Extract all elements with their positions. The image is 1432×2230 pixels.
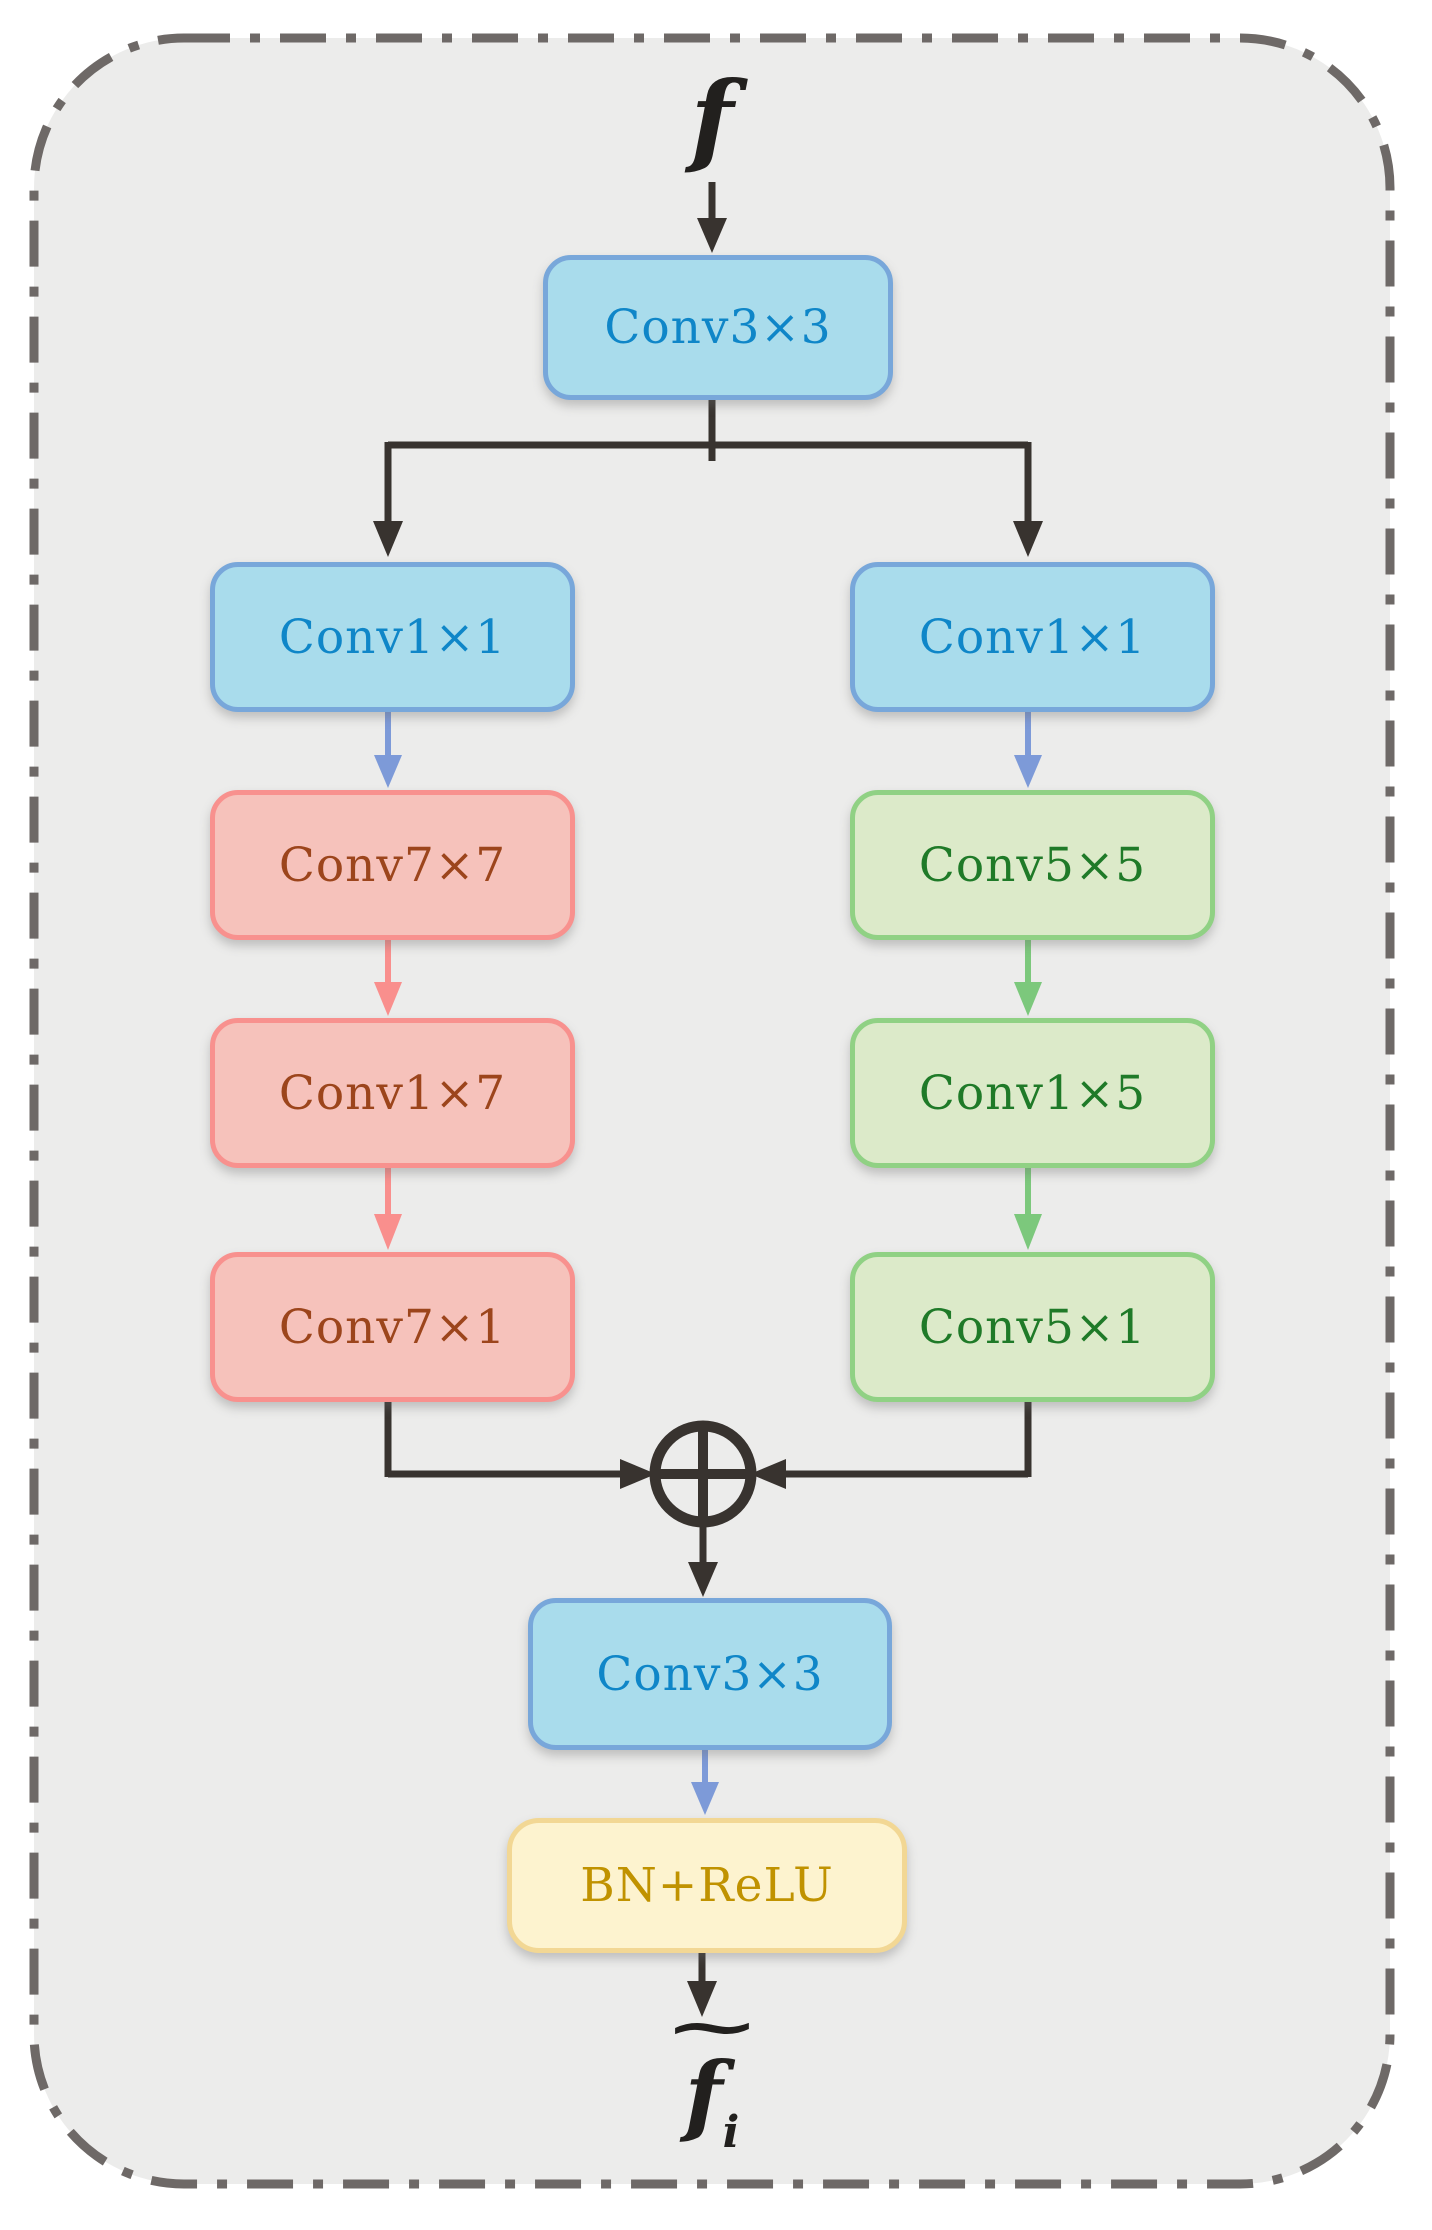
node-conv5x5: Conv5×5 (850, 790, 1215, 940)
node-conv3x3-bottom: Conv3×3 (528, 1598, 892, 1750)
output-feature-subscript: i (722, 2107, 740, 2158)
input-feature-symbol: f (690, 59, 734, 177)
arrow-conv1x1-to-conv7x7 (374, 703, 402, 788)
node-conv1x1-right: Conv1×1 (850, 562, 1215, 712)
arrow-input-to-conv3x3 (697, 182, 727, 253)
node-conv7x1: Conv7×1 (210, 1252, 575, 1402)
node-bn-relu: BN+ReLU (507, 1818, 907, 1953)
node-conv3x3-top: Conv3×3 (543, 255, 893, 400)
arrow-conv1x1-to-conv5x5 (1014, 703, 1042, 788)
node-label: Conv5×5 (918, 837, 1147, 893)
input-feature-label: f (612, 66, 812, 170)
merge-lines (384, 1392, 1032, 1489)
node-label: BN+ReLU (580, 1858, 834, 1913)
node-conv7x7: Conv7×7 (210, 790, 575, 940)
tilde-accent: ~ (662, 1990, 762, 2063)
node-label: Conv7×7 (278, 837, 507, 893)
node-conv1x1-left: Conv1×1 (210, 562, 575, 712)
output-feature-label: ~ fi (622, 1990, 802, 2175)
arrow-merge-to-conv3x3 (688, 1522, 718, 1597)
add-merge-icon (649, 1420, 757, 1528)
node-label: Conv1×1 (918, 609, 1147, 665)
node-conv1x7: Conv1×7 (210, 1018, 575, 1168)
node-label: Conv1×5 (918, 1065, 1147, 1121)
branch-split-lines (373, 390, 1043, 557)
output-symbol-row: fi (685, 2050, 740, 2158)
node-label: Conv3×3 (604, 300, 832, 355)
node-label: Conv3×3 (596, 1646, 824, 1702)
node-label: Conv7×1 (278, 1299, 507, 1355)
node-label: Conv5×1 (918, 1299, 1147, 1355)
node-label: Conv1×7 (278, 1065, 507, 1121)
node-conv1x5: Conv1×5 (850, 1018, 1215, 1168)
node-conv5x1: Conv5×1 (850, 1252, 1215, 1402)
node-label: Conv1×1 (278, 609, 507, 665)
output-feature-symbol: f (684, 2042, 723, 2146)
